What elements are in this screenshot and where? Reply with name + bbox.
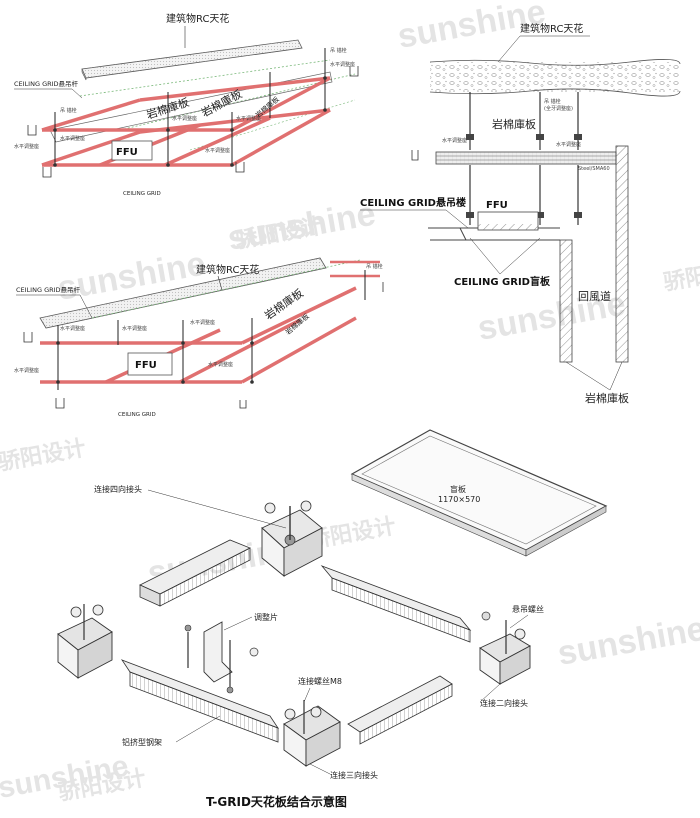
two-way-label: 连接二向接头	[480, 698, 528, 708]
grid-hanger-label-c: CEILING GRID悬吊楼	[360, 196, 466, 209]
rc-slab-c	[430, 62, 680, 92]
three-way-label: 连接三向接头	[330, 770, 378, 780]
ffu-label-c: FFU	[486, 200, 508, 211]
ffu-label-b: FFU	[135, 360, 157, 371]
ffu-box-b	[127, 352, 173, 376]
adjust-plate	[184, 621, 259, 694]
grid-hanger-label-a: CEILING GRID悬吊杆	[14, 79, 79, 88]
svg-text:吊 锚栓: 吊 锚栓	[330, 47, 347, 54]
m8-label: 连接螺丝M8	[298, 676, 342, 686]
blind-plate-label-c: CEILING GRID盲板	[454, 275, 551, 288]
rc-ceiling-label-c: 建筑物RC天花	[520, 22, 583, 35]
ceiling-grid-label-b: CEILING GRID	[118, 412, 156, 418]
ceiling-grid-label-a: CEILING GRID	[123, 191, 161, 197]
blind-plate-label: 盲板	[450, 484, 466, 494]
svg-text:水平调整座: 水平调整座	[14, 143, 39, 150]
panel-d: 盲板 1170×570 连接四向接头	[57, 429, 608, 780]
adjust-label: 调整片	[254, 612, 278, 622]
rc-ceiling-label-a: 建筑物RC天花	[166, 12, 229, 25]
grid-hanger-label-b: CEILING GRID悬吊杆	[16, 285, 81, 294]
svg-text:水平调整座: 水平调整座	[60, 325, 85, 332]
watermark-cn-2: 骄阳设计	[0, 435, 88, 475]
svg-text:水平调整座: 水平调整座	[60, 135, 85, 142]
three-way-connector	[283, 700, 341, 767]
svg-text:吊 锚栓: 吊 锚栓	[366, 263, 383, 270]
svg-text:水平调整座: 水平调整座	[205, 147, 230, 154]
svg-text:水平调整座: 水平调整座	[442, 137, 467, 144]
left-connector	[57, 604, 113, 679]
diagram-title: T-GRID天花板结合示意图	[206, 794, 347, 809]
rockwool-top-label-c: 岩棉庫板	[492, 117, 536, 131]
svg-text:水平调整座: 水平调整座	[236, 115, 261, 122]
two-way-connector	[479, 611, 531, 685]
svg-text:吊 锚栓: 吊 锚栓	[544, 98, 561, 105]
profile-label: 铝挤型钢架	[122, 737, 162, 747]
rc-ceiling-label-b: 建筑物RC天花	[196, 263, 259, 276]
svg-text:水平调整座: 水平调整座	[556, 141, 581, 148]
svg-text:水平调整座: 水平调整座	[14, 367, 39, 374]
blind-plate: 盲板 1170×570	[350, 429, 608, 557]
panel-c: 建筑物RC天花 岩棉庫板 吊 锚栓 (全牙调整座) 水平调整座 水平调整座 St…	[360, 22, 681, 405]
watermark-cn-5: 骄阳设计	[662, 255, 700, 295]
svg-text:(全牙调整座): (全牙调整座)	[544, 105, 573, 112]
svg-text:吊 锚栓: 吊 锚栓	[60, 107, 77, 114]
svg-text:水平调整座: 水平调整座	[172, 115, 197, 122]
ffu-label-a: FFU	[116, 147, 138, 158]
svg-text:水平调整座: 水平调整座	[122, 325, 147, 332]
rockwool-bottom-label-c: 岩棉庫板	[585, 391, 629, 405]
four-way-label: 连接四向接头	[94, 484, 142, 494]
return-air-label-c: 回風道	[578, 289, 611, 303]
four-way-connector	[261, 500, 323, 577]
svg-text:水平调整座: 水平调整座	[330, 61, 355, 68]
panel-a: FFU 建筑物RC天花 CEILING GRID悬吊杆 岩棉庫板 岩棉庫板 岩棉…	[14, 12, 359, 197]
profile-beams	[120, 539, 472, 745]
panel-b: FFU 建筑物RC天花 CEILING GRID悬吊杆 岩棉庫板 岩棉庫板 CE…	[14, 257, 384, 418]
watermark-brand-6: sunshine	[555, 610, 700, 673]
svg-text:水平调整座: 水平调整座	[190, 319, 215, 326]
hanger-screw-label: 悬吊螺丝	[512, 604, 544, 614]
blind-plate-size: 1170×570	[438, 495, 480, 504]
svg-text:水平调整座: 水平调整座	[208, 361, 233, 368]
svg-text:Steel/SMA60: Steel/SMA60	[578, 166, 610, 172]
ffu-box-a	[111, 140, 153, 161]
